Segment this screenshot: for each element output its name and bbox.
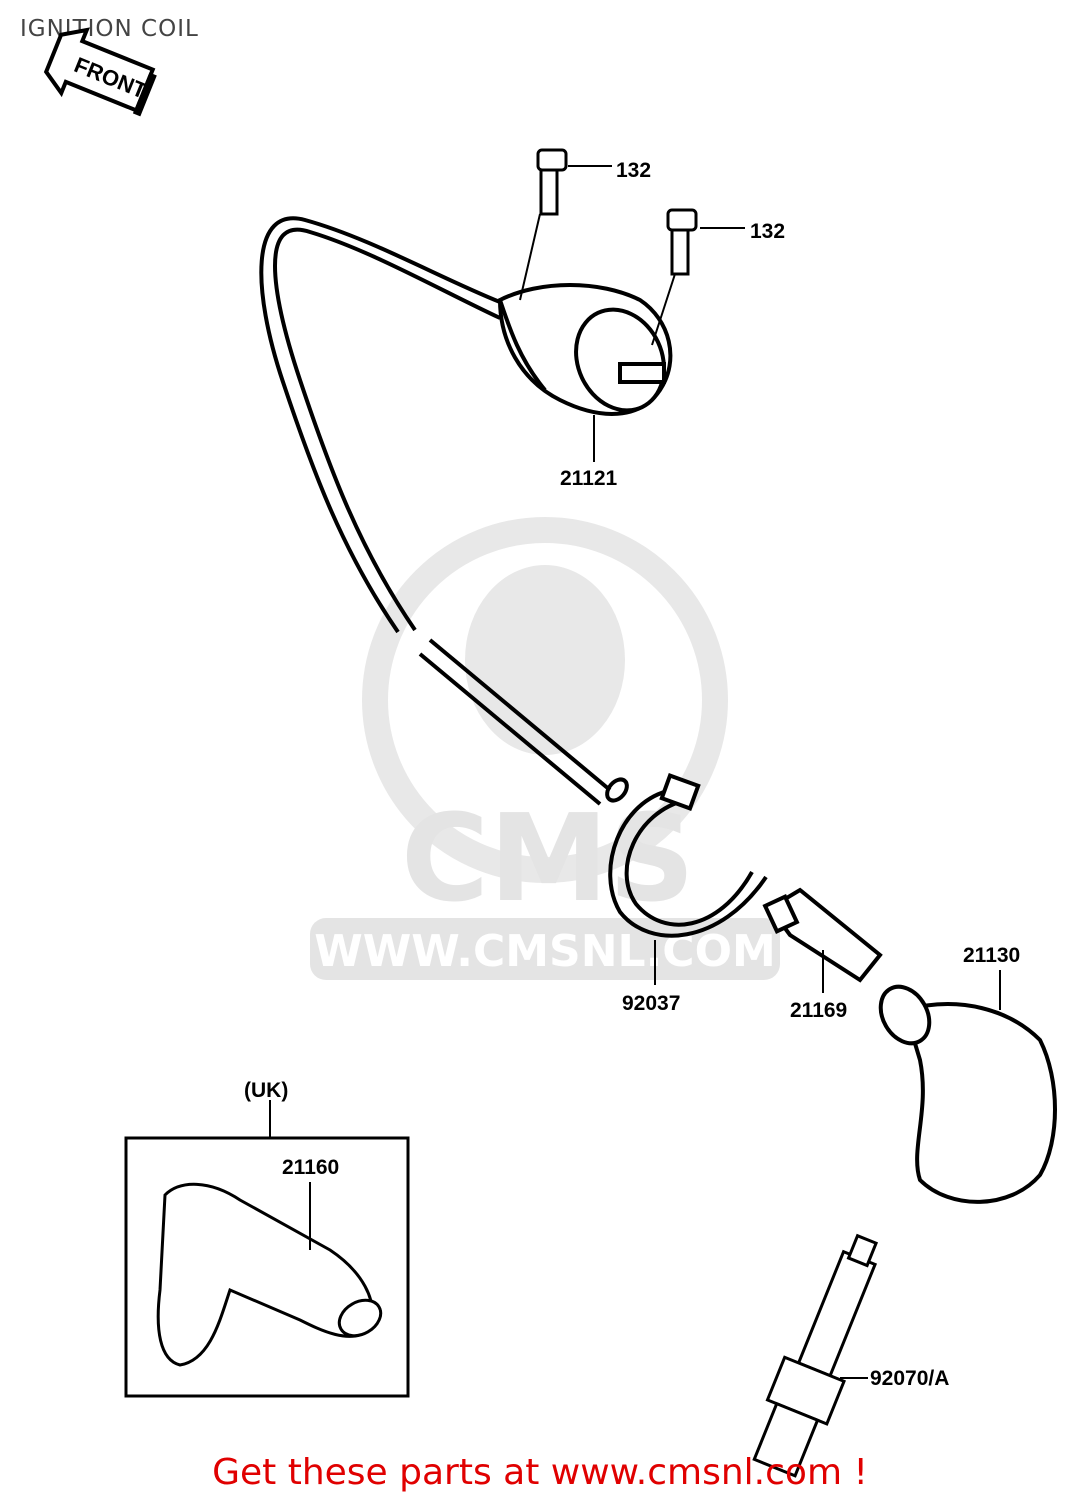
ignition-coil — [497, 283, 673, 462]
clamp — [608, 773, 768, 985]
label-ignition-coil: 21121 — [560, 467, 618, 490]
terminal — [762, 887, 883, 993]
label-uk: (UK) — [244, 1079, 288, 1102]
uk-box — [124, 1100, 410, 1398]
bolt-upper — [519, 148, 612, 301]
label-plug-cap: 21130 — [963, 944, 1020, 967]
plug-cap — [878, 970, 1057, 1204]
label-bolt-upper: 132 — [616, 159, 651, 182]
watermark-url: WWW.CMSNL.COM — [314, 926, 776, 977]
watermark-logo: CMS — [401, 790, 695, 929]
watermark: CMS WWW.CMSNL.COM — [310, 517, 780, 980]
bolt-lower — [651, 208, 745, 346]
label-spark-plug: 92070/A — [870, 1367, 949, 1390]
label-bolt-lower: 132 — [750, 220, 785, 243]
front-arrow: FRONT — [43, 27, 157, 117]
uk-plug-cap — [156, 1182, 383, 1367]
label-terminal: 21169 — [790, 999, 847, 1022]
label-uk-plug-cap: 21160 — [282, 1156, 339, 1179]
spark-plug — [752, 1233, 879, 1478]
label-clamp: 92037 — [622, 992, 680, 1015]
page-title: IGNITION COIL — [20, 16, 199, 42]
high-tension-lead — [259, 216, 629, 806]
footer-link[interactable]: Get these parts at www.cmsnl.com ! — [212, 1452, 868, 1493]
